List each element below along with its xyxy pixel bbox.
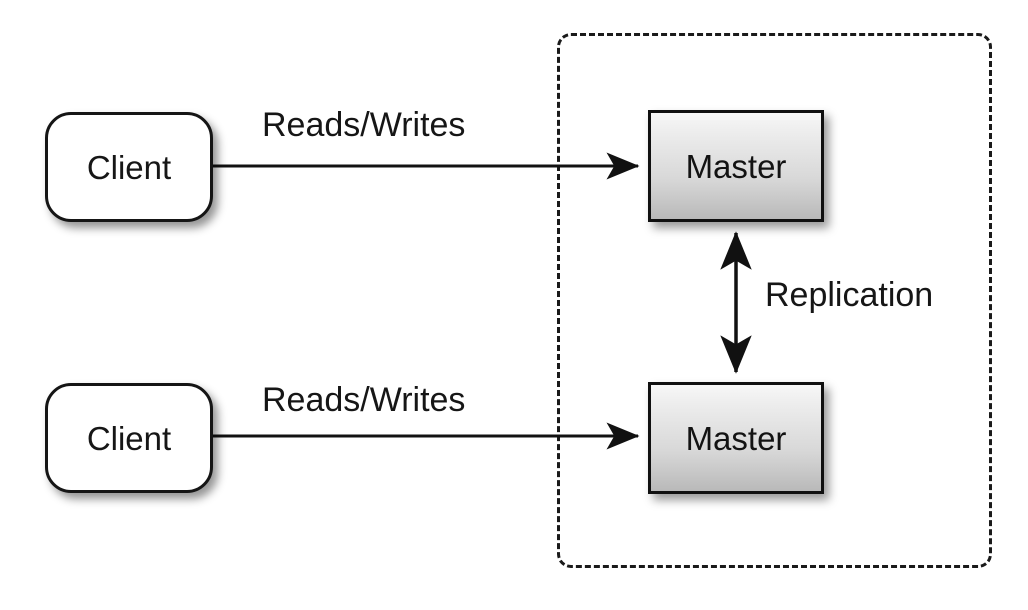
node-client-bottom[interactable]: Client <box>45 383 213 493</box>
node-client-top[interactable]: Client <box>45 112 213 222</box>
edge-label-replication: Replication <box>765 276 934 314</box>
edge-label-reads-writes-bottom: Reads/Writes <box>262 381 466 419</box>
edge-label-reads-writes-top: Reads/Writes <box>262 106 466 144</box>
node-master-top[interactable]: Master <box>648 110 824 222</box>
node-label: Master <box>685 419 787 457</box>
node-label: Master <box>685 147 787 185</box>
node-label: Client <box>86 419 172 457</box>
node-label: Client <box>86 148 172 186</box>
cluster-boundary <box>557 33 992 568</box>
node-master-bottom[interactable]: Master <box>648 382 824 494</box>
